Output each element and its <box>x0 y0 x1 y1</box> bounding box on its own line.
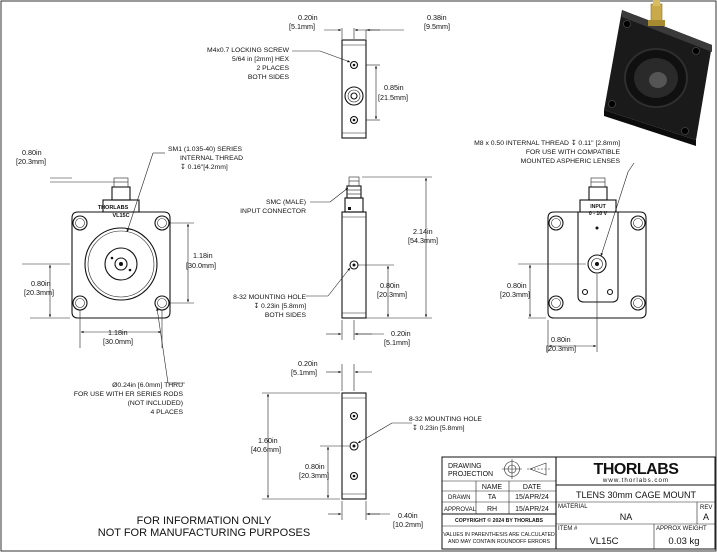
drawn-name: TA <box>488 494 497 501</box>
svg-text:2 PLACES: 2 PLACES <box>257 65 290 72</box>
front-rod-note: Ø0.24in [6.0mm] THRU FOR USE WITH ER SER… <box>74 382 184 416</box>
approval-date: 15/APR/24 <box>515 506 549 513</box>
brand-website: www.thorlabs.com <box>602 477 669 484</box>
front-model-label: VL15C <box>112 213 129 219</box>
front-view <box>22 152 194 384</box>
front-thread-note: SM1 (1.035-40) SERIES INTERNAL THREAD ↧ … <box>168 146 243 171</box>
top-depth-mm: [9.5mm] <box>424 22 450 31</box>
svg-text:SMC (MALE): SMC (MALE) <box>266 199 306 206</box>
projection-label-1: DRAWING <box>448 463 482 470</box>
front-vspacing-in: 1.18in <box>193 251 213 260</box>
material-label: MATERIAL <box>558 504 588 510</box>
disclaimer-2: AND MAY CONTAIN ROUNDOFF ERRORS <box>448 539 551 545</box>
svg-text:BOTH SIDES: BOTH SIDES <box>248 74 290 81</box>
bottom-top-mm: [5.1mm] <box>291 368 317 377</box>
svg-text:M8 x 0.50 INTERNAL THREAD ↧ 0.: M8 x 0.50 INTERNAL THREAD ↧ 0.11" [2.8mm… <box>474 139 620 147</box>
rear-left-in: 0.80in <box>507 281 527 290</box>
svg-text:↧ 0.23in [5.8mm]: ↧ 0.23in [5.8mm] <box>412 424 465 432</box>
front-brand-label: THORLABS <box>98 205 129 211</box>
front-left-in: 0.80in <box>31 279 51 288</box>
item-label: ITEM # <box>558 526 578 532</box>
svg-text:(NOT INCLUDED): (NOT INCLUDED) <box>128 400 183 407</box>
svg-text:5/64 in [2mm] HEX: 5/64 in [2mm] HEX <box>232 56 290 63</box>
bottom-width-in: 0.40in <box>398 511 418 520</box>
side-thick-in: 0.20in <box>391 329 411 338</box>
bottom-hole-height-in: 0.80in <box>305 462 325 471</box>
bottom-top-in: 0.20in <box>298 359 318 368</box>
svg-text:SM1 (1.035-40) SERIES: SM1 (1.035-40) SERIES <box>168 146 243 153</box>
product-render <box>604 0 712 146</box>
side-height-in: 2.14in <box>413 227 433 236</box>
svg-text:BOTH SIDES: BOTH SIDES <box>265 312 307 319</box>
svg-text:INTERNAL THREAD: INTERNAL THREAD <box>180 155 243 162</box>
side-height-mm: [54.3mm] <box>408 236 438 245</box>
weight-label: APPROX WEIGHT <box>656 526 707 532</box>
name-header: NAME <box>482 484 503 491</box>
disclaimer-1: VALUES IN PARENTHESIS ARE CALCULATED <box>443 532 555 538</box>
rear-bottom-mm: [20.3mm] <box>546 344 576 353</box>
bottom-width-mm: [10.2mm] <box>393 520 423 529</box>
drawing-title: TLENS 30mm CAGE MOUNT <box>576 490 697 500</box>
footer-line-1: FOR INFORMATION ONLY <box>137 515 272 527</box>
brand-logo: THORLABS <box>594 461 680 478</box>
bottom-hole-note: 8-32 MOUNTING HOLE ↧ 0.23in [5.8mm] <box>409 416 482 432</box>
rear-bottom-in: 0.80in <box>551 335 571 344</box>
svg-text:INPUT CONNECTOR: INPUT CONNECTOR <box>240 208 306 215</box>
bottom-height-in: 1.60in <box>258 436 278 445</box>
svg-text:8-32 MOUNTING HOLE: 8-32 MOUNTING HOLE <box>409 416 482 423</box>
bottom-hole-height-mm: [20.3mm] <box>299 471 329 480</box>
top-width-mm: [5.1mm] <box>289 22 315 31</box>
material-value: NA <box>620 512 633 522</box>
drawn-date: 15/APR/24 <box>515 494 549 501</box>
top-view <box>292 28 404 139</box>
front-offset-in: 0.80in <box>22 148 42 157</box>
side-thick-mm: [5.1mm] <box>384 338 410 347</box>
rev-value: A <box>703 512 709 522</box>
rear-view <box>518 162 647 352</box>
front-hspacing-mm: [30.0mm] <box>103 337 133 346</box>
side-hole-height-in: 0.80in <box>380 281 400 290</box>
footer-line-2: NOT FOR MANUFACTURING PURPOSES <box>98 527 310 539</box>
front-left-mm: [20.3mm] <box>24 288 54 297</box>
rear-voltage-label: 0 - 10 V <box>589 211 608 217</box>
side-hole-height-mm: [20.3mm] <box>377 290 407 299</box>
top-width-in: 0.20in <box>298 13 318 22</box>
top-offset-in: 0.85in <box>384 83 404 92</box>
svg-text:Ø0.24in [6.0mm] THRU: Ø0.24in [6.0mm] THRU <box>112 382 183 389</box>
rear-left-mm: [20.3mm] <box>500 290 530 299</box>
svg-text:↧ 0.23in [5.8mm]: ↧ 0.23in [5.8mm] <box>253 302 306 310</box>
approval-label: APPROVAL <box>444 507 477 513</box>
svg-text:FOR USE WITH ER SERIES RODS: FOR USE WITH ER SERIES RODS <box>74 391 184 398</box>
svg-text:M4x0.7 LOCKING SCREW: M4x0.7 LOCKING SCREW <box>207 47 290 54</box>
bottom-view <box>262 364 412 520</box>
front-offset-mm: [20.3mm] <box>16 157 46 166</box>
rev-label: REV <box>700 505 712 511</box>
side-hole-note: 8-32 MOUNTING HOLE ↧ 0.23in [5.8mm] BOTH… <box>233 294 306 319</box>
drawn-label: DRAWN <box>448 495 470 501</box>
front-hspacing-in: 1.18in <box>108 328 128 337</box>
svg-text:4 PLACES: 4 PLACES <box>151 409 184 416</box>
rear-input-label: INPUT <box>590 204 606 210</box>
date-header: DATE <box>523 484 541 491</box>
bottom-height-mm: [40.6mm] <box>251 445 281 454</box>
svg-text:8-32 MOUNTING HOLE: 8-32 MOUNTING HOLE <box>233 294 306 301</box>
svg-text:MOUNTED ASPHERIC LENSES: MOUNTED ASPHERIC LENSES <box>521 158 621 165</box>
projection-label-2: PROJECTION <box>448 471 493 478</box>
side-connector-note: SMC (MALE) INPUT CONNECTOR <box>240 199 306 215</box>
svg-text:FOR USE WITH COMPATIBLE: FOR USE WITH COMPATIBLE <box>526 149 621 156</box>
approval-name: RH <box>487 506 497 513</box>
copyright: COPYRIGHT © 2024 BY THORLABS <box>455 517 543 524</box>
weight-value: 0.03 kg <box>668 536 699 547</box>
top-offset-mm: [21.5mm] <box>378 93 408 102</box>
front-vspacing-mm: [30.0mm] <box>186 261 216 270</box>
title-block <box>441 456 716 550</box>
item-value: VL15C <box>589 536 618 547</box>
top-depth-in: 0.38in <box>427 13 447 22</box>
rear-thread-note: M8 x 0.50 INTERNAL THREAD ↧ 0.11" [2.8mm… <box>474 139 620 165</box>
top-screw-note: M4x0.7 LOCKING SCREW 5/64 in [2mm] HEX 2… <box>207 47 290 81</box>
side-view <box>306 176 432 340</box>
svg-text:↧ 0.16"[4.2mm]: ↧ 0.16"[4.2mm] <box>180 163 228 171</box>
